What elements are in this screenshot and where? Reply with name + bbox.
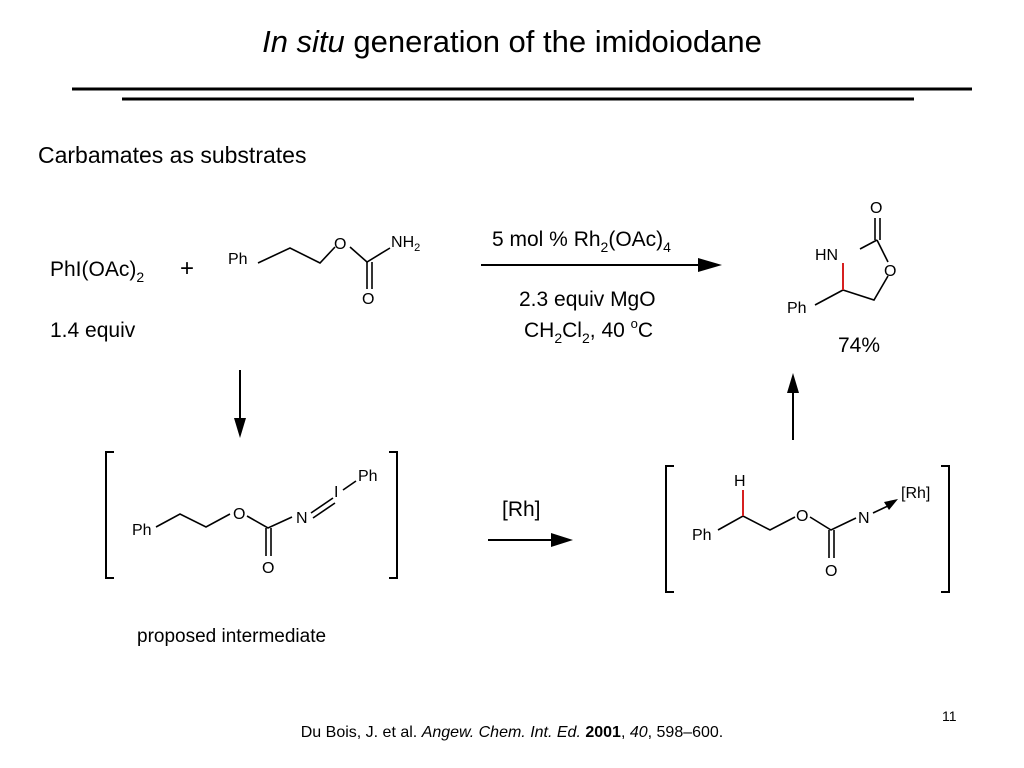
svg-text:Ph: Ph xyxy=(228,251,248,268)
product-oxazolidinone xyxy=(814,218,889,306)
svg-text:O: O xyxy=(825,563,837,580)
title-rest: generation of the imidoiodane xyxy=(344,24,762,59)
svg-text:[Rh]: [Rh] xyxy=(901,485,930,502)
starting-carbamate xyxy=(257,246,391,289)
proposed-intermediate-label: proposed intermediate xyxy=(137,626,326,647)
svg-text:Ph: Ph xyxy=(132,522,152,539)
conditions: 5 mol % Rh2(OAc)4 2.3 equiv MgO CH2Cl2, … xyxy=(492,228,671,346)
imidoiodane-structure xyxy=(155,480,357,556)
svg-text:H: H xyxy=(734,473,746,490)
svg-text:PhI(OAc)2: PhI(OAc)2 xyxy=(50,258,144,285)
imidoiodane-brackets xyxy=(105,451,398,579)
svg-text:O: O xyxy=(884,263,896,280)
section-heading: Carbamates as substrates xyxy=(38,142,307,168)
rh-arrow-head xyxy=(551,533,573,547)
reagent-equiv: 1.4 equiv xyxy=(50,319,136,342)
svg-text:O: O xyxy=(334,236,346,253)
citation-authors: Du Bois, J. et al. xyxy=(300,724,422,741)
citation: Du Bois, J. et al. Angew. Chem. Int. Ed.… xyxy=(300,724,724,741)
svg-text:O: O xyxy=(362,291,374,308)
nitrenoid-brackets xyxy=(665,465,950,593)
product-labels: O HN O Ph xyxy=(787,200,896,317)
coordination-arrow-head xyxy=(884,499,898,510)
rh-catalyst-label: [Rh] xyxy=(502,498,541,521)
imidoiodane-labels: Ph O N I Ph O xyxy=(132,468,378,577)
citation-volume: 40 xyxy=(629,724,648,741)
reaction-arrow-head xyxy=(698,258,722,272)
svg-text:Ph: Ph xyxy=(692,527,712,544)
svg-text:Ph: Ph xyxy=(358,468,378,485)
svg-text:N: N xyxy=(858,510,870,527)
svg-text:O: O xyxy=(796,508,808,525)
svg-text:Ph: Ph xyxy=(787,300,807,317)
citation-year: 2001 xyxy=(585,724,621,741)
svg-text:CH2Cl2, 40 oC: CH2Cl2, 40 oC xyxy=(524,316,653,346)
svg-text:5 mol % Rh2(OAc)4: 5 mol % Rh2(OAc)4 xyxy=(492,228,671,255)
slide-title: In situ generation of the imidoiodane xyxy=(0,24,1024,60)
svg-text:I: I xyxy=(334,484,338,501)
up-arrow-head xyxy=(787,373,799,393)
product-yield: 74% xyxy=(838,334,880,357)
reagent-phioac2: PhI(OAc)2 xyxy=(50,258,144,285)
svg-text:HN: HN xyxy=(815,247,838,264)
plus-sign: + xyxy=(180,255,194,282)
svg-text:N: N xyxy=(296,510,308,527)
citation-pages: , 598–600. xyxy=(647,724,724,741)
starting-carbamate-labels: Ph O NH2 O xyxy=(228,234,420,308)
svg-text:O: O xyxy=(233,506,245,523)
svg-text:O: O xyxy=(262,560,274,577)
svg-text:2.3 equiv MgO: 2.3 equiv MgO xyxy=(519,288,656,311)
citation-journal: Angew. Chem. Int. Ed. xyxy=(421,724,581,741)
svg-text:O: O xyxy=(870,200,882,217)
title-italic: In situ xyxy=(262,24,345,59)
down-arrow-head xyxy=(234,418,246,438)
nitrenoid-structure xyxy=(717,504,891,558)
nitrenoid-labels: H Ph O N [Rh] O xyxy=(692,473,930,580)
page-number: 11 xyxy=(942,708,957,724)
svg-text:NH2: NH2 xyxy=(391,234,420,254)
